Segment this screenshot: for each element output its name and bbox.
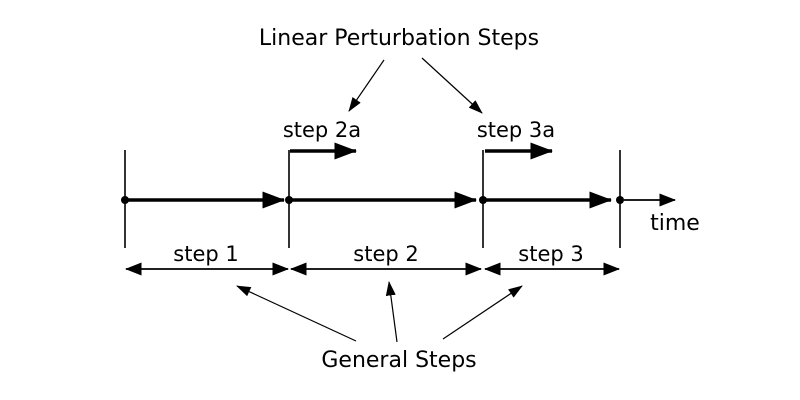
label-step-2a: step 2a	[283, 118, 361, 142]
label-step-1: step 1	[173, 242, 238, 266]
leader-title-to-step2a	[348, 59, 385, 112]
caption-leader-arrows	[236, 281, 523, 343]
timeline-node-t3	[616, 196, 624, 204]
diagram-caption: General Steps	[321, 348, 476, 373]
diagram-title: Linear Perturbation Steps	[259, 26, 539, 51]
leader-title-to-step3a	[421, 57, 483, 114]
label-step-2: step 2	[353, 242, 418, 266]
leader-caption-to-step3	[442, 285, 523, 340]
timeline-node-t2	[479, 196, 487, 204]
leader-caption-to-step1	[236, 285, 357, 342]
label-step-3: step 3	[518, 242, 583, 266]
time-axis-label: time	[650, 211, 700, 236]
title-leader-arrows	[348, 57, 483, 114]
timeline	[121, 191, 676, 209]
leader-caption-to-step2	[385, 281, 398, 343]
label-step-3a: step 3a	[477, 118, 555, 142]
timeline-node-t1	[285, 196, 293, 204]
timeline-node-t0	[121, 196, 129, 204]
